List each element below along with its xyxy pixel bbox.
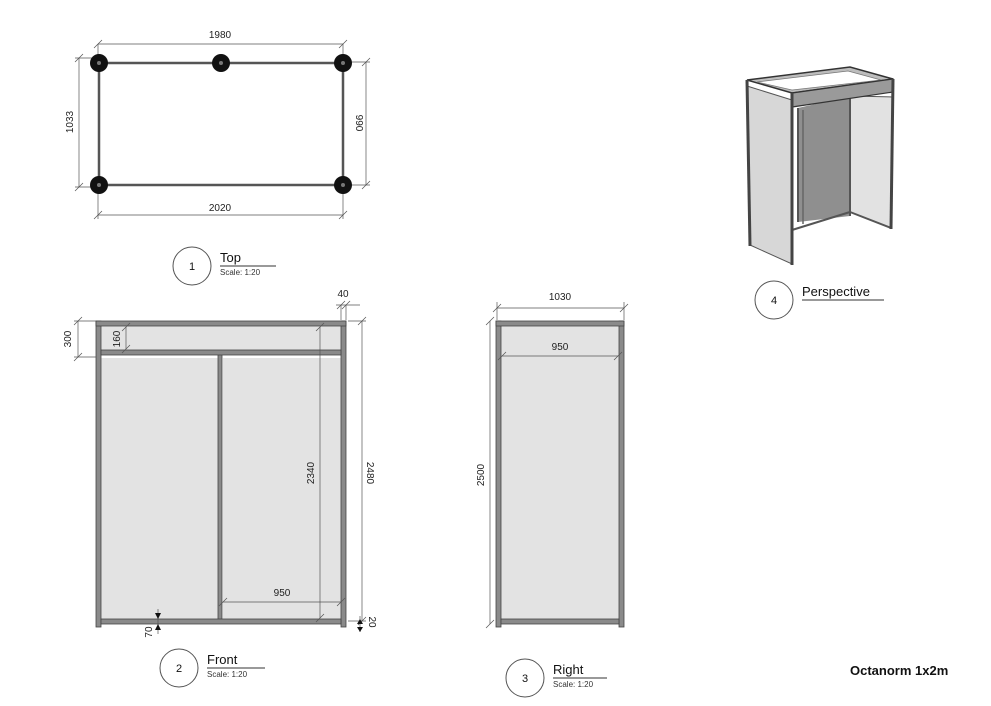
front-base-beam (100, 618, 342, 625)
dim-left-depth: 1033 (65, 110, 76, 133)
view-label-perspective: 4 Perspective (754, 280, 884, 320)
dim-post-width: 40 (337, 289, 349, 300)
top-view: 1980 2020 1033 990 1 (65, 30, 371, 286)
plan-outline (97, 61, 345, 187)
view-number-front: 2 (176, 663, 182, 675)
dim-header-height: 300 (63, 330, 74, 347)
dim-right-height: 2500 (476, 463, 487, 486)
right-post-front (495, 320, 502, 628)
front-right-panel (223, 358, 343, 619)
dim-right-inner-width: 950 (552, 342, 569, 353)
view-scale-top: Scale: 1:20 (220, 268, 261, 277)
front-post-left (95, 320, 102, 628)
view-name-front: Front (207, 652, 238, 667)
dim-bottom-offset: 70 (144, 626, 155, 638)
view-number-top: 1 (189, 261, 195, 273)
front-left-panel (101, 358, 218, 619)
dim-right-outer-width: 1030 (549, 292, 572, 303)
view-label-top: 1 Top Scale: 1:20 (172, 246, 276, 286)
dim-inner-height: 2340 (306, 461, 317, 484)
right-base-beam (500, 618, 620, 625)
front-header-beam (100, 349, 342, 356)
dim-header-inner: 160 (112, 330, 123, 347)
front-post-right (340, 320, 347, 628)
right-post-back (618, 320, 625, 628)
perspective-left-wall (746, 85, 793, 265)
perspective-view: 4 Perspective (745, 66, 895, 320)
view-name-top: Top (220, 250, 241, 265)
view-label-right: 3 Right Scale: 1:20 (505, 658, 607, 698)
view-number-perspective: 4 (771, 295, 777, 307)
dim-bottom-width: 2020 (209, 203, 232, 214)
plan-posts (90, 54, 352, 194)
right-side-panel (501, 326, 619, 619)
view-name-perspective: Perspective (802, 284, 870, 299)
dim-base-height: 20 (366, 616, 377, 628)
view-name-right: Right (553, 662, 584, 677)
view-label-front: 2 Front Scale: 1:20 (159, 648, 265, 688)
dim-total-height: 2480 (364, 462, 375, 485)
dim-panel-width: 950 (274, 588, 291, 599)
right-top-beam (495, 320, 625, 327)
perspective-back-wall (798, 96, 850, 222)
perspective-right-wall (849, 95, 894, 229)
view-number-right: 3 (522, 673, 528, 685)
sheet-title: Octanorm 1x2m (850, 663, 948, 678)
dim-right-depth: 990 (353, 115, 364, 132)
front-top-beam (95, 320, 347, 327)
front-post-center (217, 353, 223, 624)
front-header-panel (101, 326, 343, 354)
front-view: 300 160 40 2340 2480 950 70 20 (63, 289, 377, 688)
right-view: 1030 950 2500 3 Right Scale: 1:20 (476, 292, 629, 698)
view-scale-front: Scale: 1:20 (207, 670, 248, 679)
dim-top-width: 1980 (209, 30, 232, 41)
view-scale-right: Scale: 1:20 (553, 680, 594, 689)
